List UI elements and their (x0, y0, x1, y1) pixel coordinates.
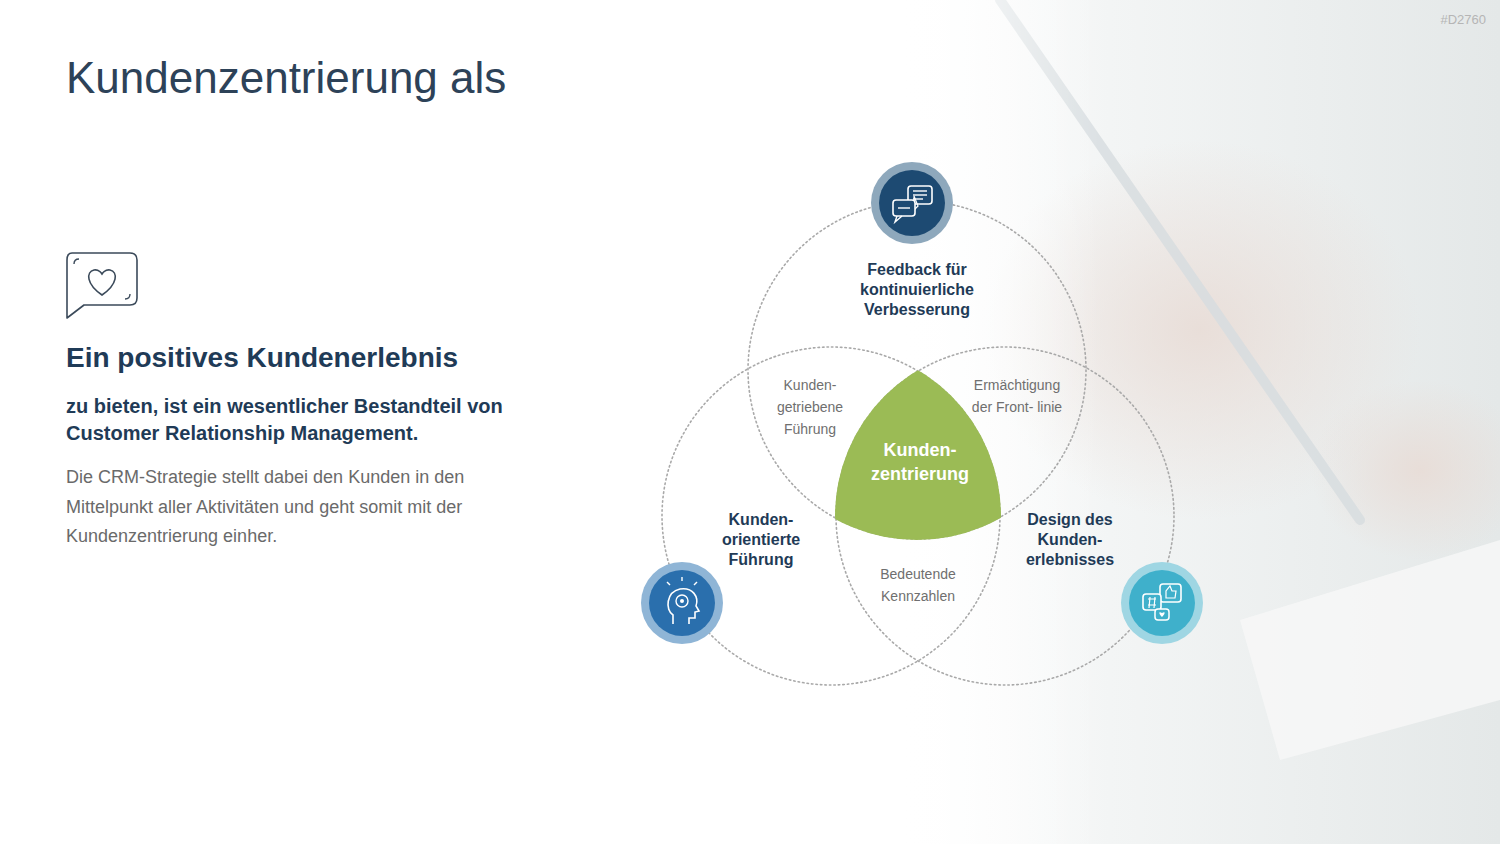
social-icon (1121, 562, 1203, 644)
center-label: Kunden- zentrierung (860, 438, 980, 486)
slide-title: Kundenzentrierung als (66, 50, 506, 106)
subheadline: zu bieten, ist ein wesentlicher Bestandt… (66, 393, 516, 447)
feedback-icon (871, 162, 953, 244)
headline: Ein positives Kundenerlebnis (66, 340, 458, 376)
circle-label: Design des Kunden- erlebnisses (1010, 510, 1130, 570)
intersection-label: Ermächtigung der Front- linie (969, 374, 1065, 418)
head-icon (641, 562, 723, 644)
body-text: Die CRM-Strategie stellt dabei den Kunde… (66, 463, 506, 552)
circle-label: Kunden- orientierte Führung (706, 510, 816, 570)
intersection-label: Bedeutende Kennzahlen (868, 563, 968, 607)
circle-label: Feedback für kontinuierliche Verbesserun… (842, 260, 992, 320)
intersection-label: Kunden- getriebene Führung (768, 374, 852, 440)
heart-bubble-icon (64, 250, 142, 324)
center-shape: Kunden- zentrierung (836, 370, 1002, 541)
slide-number: #D2760 (1440, 12, 1486, 28)
